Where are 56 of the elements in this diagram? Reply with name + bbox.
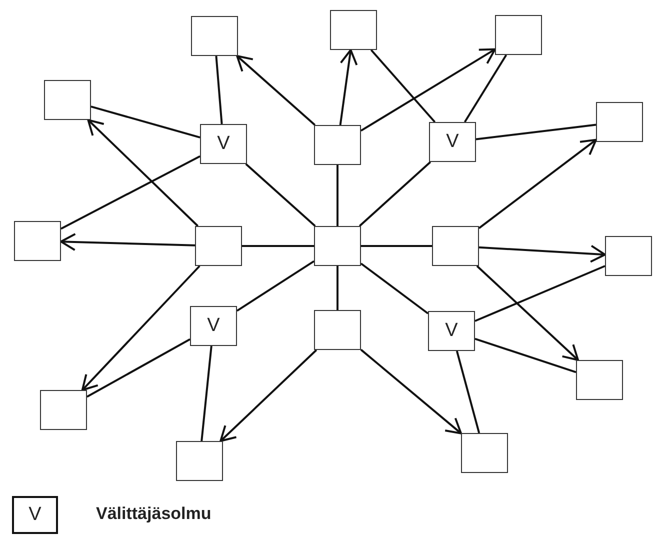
arrow [360, 348, 462, 434]
node-box [605, 236, 652, 276]
legend-symbol-label: V [28, 504, 42, 526]
arrow [478, 244, 606, 263]
connector-line [60, 155, 200, 230]
node-box [576, 360, 623, 400]
node-box [432, 226, 479, 266]
connector-line [90, 106, 200, 138]
connector-line [456, 350, 480, 434]
arrow [236, 55, 316, 126]
connector-line [360, 262, 429, 314]
relay-node-box [428, 311, 475, 351]
node-box [314, 226, 361, 266]
arrow [360, 48, 496, 132]
node-box [461, 433, 508, 473]
relay-node-box [200, 124, 247, 164]
node-label: V [217, 133, 230, 155]
connector-line [474, 338, 576, 374]
connector-line [474, 265, 606, 322]
node-box [495, 15, 542, 55]
connector-line [361, 245, 432, 247]
node-box [596, 102, 643, 142]
node-box [314, 310, 361, 350]
node-label: V [446, 131, 459, 153]
connector-line [245, 163, 316, 227]
node-label: V [207, 315, 220, 337]
arrow [60, 233, 196, 251]
node-box [40, 390, 87, 430]
node-box [44, 80, 91, 120]
connector-line [370, 49, 436, 123]
connector-line [86, 338, 190, 398]
node-box [176, 441, 223, 481]
connector-line [236, 260, 315, 312]
arrow [81, 265, 200, 391]
arrow [339, 49, 358, 126]
connector-line [336, 165, 338, 226]
arrow [478, 138, 597, 229]
node-box [314, 125, 361, 165]
node-box [330, 10, 377, 50]
relay-node-box [429, 122, 476, 162]
connector-line [336, 266, 338, 310]
connector-line [215, 56, 223, 124]
node-label: V [445, 320, 458, 342]
connector-line [358, 161, 432, 227]
connector-line [242, 245, 314, 247]
arrow [220, 349, 318, 442]
connector-line [200, 346, 212, 442]
node-box [195, 226, 242, 266]
arrow [476, 265, 579, 361]
arrow [87, 119, 198, 227]
legend-text: Välittäjäsolmu [96, 504, 212, 524]
node-box [191, 16, 238, 56]
connector-line [476, 124, 596, 140]
node-box [14, 221, 61, 261]
connector-line [464, 54, 508, 123]
relay-node-box [190, 306, 237, 346]
